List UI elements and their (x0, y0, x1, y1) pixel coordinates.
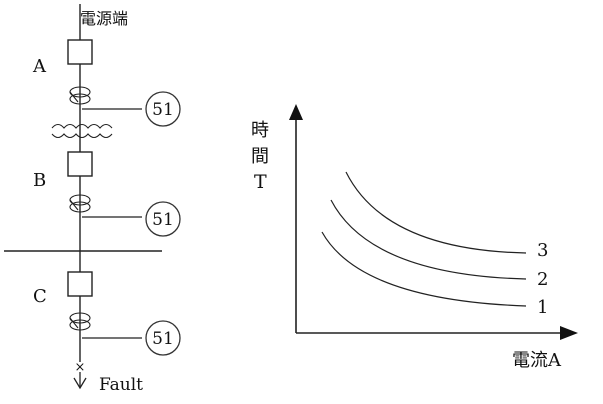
source-label: 電源端 (80, 9, 128, 28)
single-line-diagram: 電源端 A 51 B 51 (4, 4, 181, 395)
breaker-label-c: C (33, 286, 47, 307)
curve-label-3: 3 (537, 240, 548, 261)
y-label-line3: T (254, 171, 267, 193)
breaker-box-c (67, 271, 93, 297)
fault-marker: × (75, 360, 86, 375)
breaker-label-b: B (33, 170, 46, 191)
breaker-b: B 51 (33, 151, 181, 237)
tcc-plot: 時 間 T 電流A 1 2 3 (251, 104, 578, 371)
y-label-line1: 時 (251, 120, 269, 141)
curve-2 (330, 199, 527, 280)
x-axis-arrow-icon (560, 326, 578, 340)
curve-1 (321, 231, 527, 307)
relay-circle-b (145, 201, 181, 237)
breaker-c: C 51 (33, 271, 181, 356)
relay-label-b: 51 (152, 210, 174, 230)
y-label-line2: 間 (251, 146, 269, 167)
breaker-box-b (67, 151, 93, 177)
curve-3 (345, 171, 527, 254)
x-axis-label: 電流A (512, 350, 562, 371)
relay-label-c: 51 (152, 329, 174, 349)
curve-label-2: 2 (537, 269, 548, 290)
breaker-a: A 51 (32, 39, 181, 127)
transformer-symbol (51, 123, 113, 139)
fault-point: × Fault (73, 360, 143, 395)
breaker-box-a (67, 39, 93, 65)
relay-circle-c (145, 320, 181, 356)
relay-label-a: 51 (152, 100, 174, 120)
fault-label: Fault (99, 375, 143, 395)
relay-circle-a (145, 91, 181, 127)
breaker-label-a: A (32, 56, 47, 77)
curve-label-1: 1 (537, 297, 548, 318)
y-axis-arrow-icon (289, 104, 303, 120)
